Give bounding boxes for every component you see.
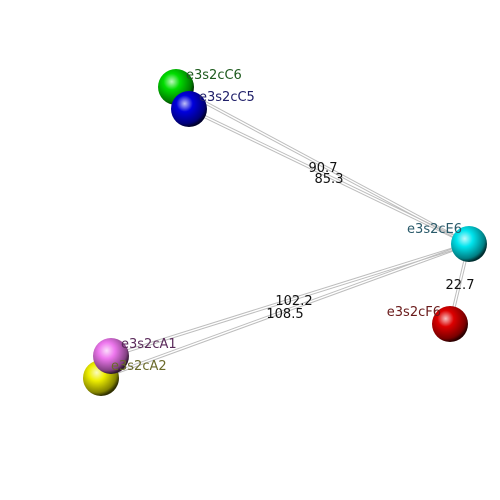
distance-label: 90.7: [309, 161, 338, 176]
distance-label: 85.3: [315, 172, 344, 187]
distance-label: 22.7: [446, 278, 475, 293]
atom-sphere-c5[interactable]: [171, 91, 207, 127]
atom-label-f6: e3s2cF6: [387, 305, 441, 320]
atom-sphere-e6[interactable]: [451, 226, 487, 262]
atom-spheres: [83, 69, 487, 396]
atom-label-c6: e3s2cC6: [186, 68, 242, 83]
distance-label: 108.5: [266, 307, 303, 322]
atom-sphere-a1[interactable]: [93, 338, 129, 374]
atom-label-a2: e3s2cA2: [111, 359, 167, 374]
labels: e3s2cC6 e3s2cC5 e3s2cE6 e3s2cF6 e3s2cA1 e3s2c…: [111, 68, 474, 374]
atom-sphere-f6[interactable]: [432, 306, 468, 342]
atom-label-e6: e3s2cE6: [407, 222, 462, 237]
bond-line: [188, 107, 470, 246]
bond-line: [100, 242, 470, 380]
atom-label-a1: e3s2cA1: [121, 337, 177, 352]
distance-label: 102.2: [275, 294, 312, 309]
atom-label-c5: e3s2cC5: [199, 90, 255, 105]
